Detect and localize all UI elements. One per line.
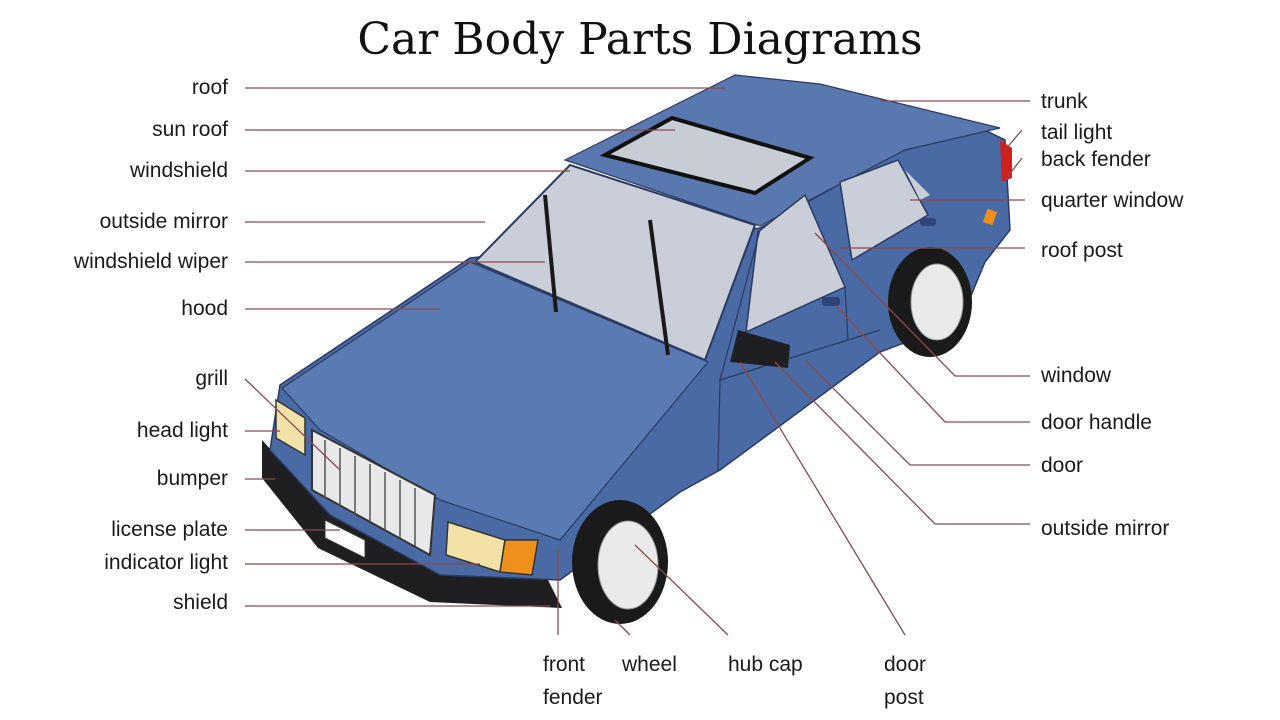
label-windshield: windshield — [129, 159, 228, 182]
label-license-plate: license plate — [111, 518, 228, 541]
car-wiper-right — [648, 219, 670, 356]
label-door-handle: door handle — [1041, 411, 1152, 434]
car-side-marker — [982, 208, 998, 226]
label-door-post: door post — [884, 653, 926, 710]
car-door-lines — [717, 229, 881, 471]
label-front-fender-line2: fender — [543, 686, 603, 709]
label-bumper: bumper — [156, 467, 228, 490]
label-door: door — [1041, 454, 1084, 477]
label-indicator-light: indicator light — [104, 551, 228, 574]
car-grill-bars — [324, 440, 416, 546]
car-front-hub-cap — [597, 520, 659, 610]
label-grill: grill — [195, 367, 228, 390]
car-wiper-left — [543, 194, 558, 313]
label-hood: hood — [181, 297, 228, 320]
label-window: window — [1041, 364, 1112, 387]
label-front-fender-line1: front — [543, 653, 586, 676]
label-wheel: wheel — [622, 653, 677, 676]
label-outside-mirror-right: outside mirror — [1041, 517, 1170, 540]
car-outside-mirror — [730, 330, 790, 368]
label-windshield-wiper: windshield wiper — [73, 250, 228, 273]
label-sun-roof: sun roof — [152, 118, 228, 141]
label-back-fender: back fender — [1041, 148, 1151, 171]
car-rear-window — [839, 159, 930, 262]
car-grill — [311, 428, 437, 557]
label-hub-cap: hub cap — [728, 653, 803, 676]
label-head-light: head light — [136, 419, 228, 442]
car-quarter-window — [905, 170, 930, 200]
car-rear-hub-cap — [910, 263, 964, 341]
label-door-post-line2: post — [884, 686, 924, 709]
label-door-post-line1: door — [884, 653, 927, 676]
label-outside-mirror: outside mirror — [99, 210, 228, 233]
label-trunk: trunk — [1041, 90, 1088, 113]
car-indicator-light — [499, 539, 539, 576]
car-tail-light — [1000, 140, 1012, 182]
leader-lines — [244, 87, 1030, 636]
label-quarter-window: quarter window — [1041, 189, 1184, 212]
label-roof: roof — [191, 76, 228, 99]
car-head-light — [275, 398, 306, 457]
label-shield: shield — [173, 591, 228, 614]
car-door-handle — [822, 297, 840, 306]
car-shield — [262, 440, 562, 608]
car-rear-door-handle — [920, 218, 936, 226]
diagram-title: Car Body Parts Diagrams — [357, 14, 923, 65]
label-front-fender: front fender — [543, 653, 603, 710]
label-tail-light: tail light — [1041, 121, 1113, 144]
label-roof-post: roof post — [1041, 239, 1123, 262]
